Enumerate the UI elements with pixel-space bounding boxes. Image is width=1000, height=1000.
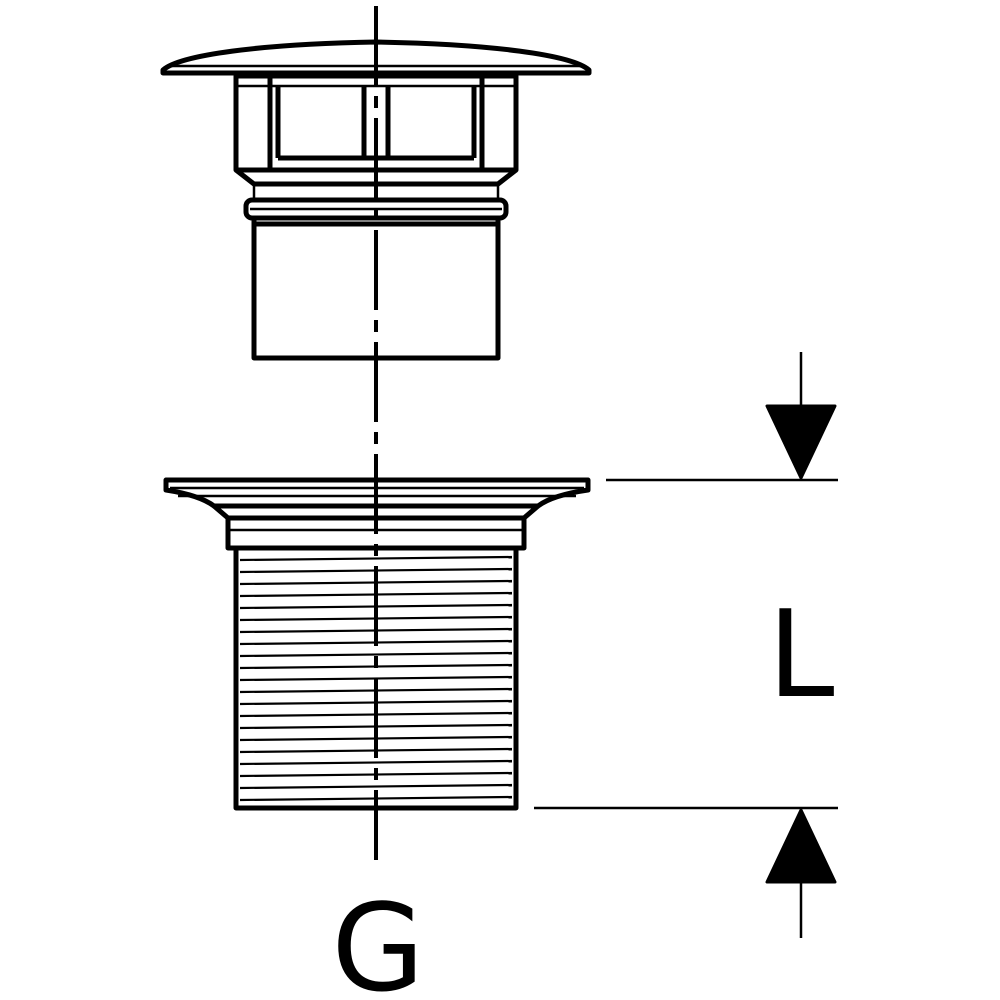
thread-line [239,783,513,790]
thread-label: G [332,880,425,1000]
plug-cap [160,39,592,361]
thread-line [239,651,513,658]
thread-line [239,759,513,766]
thread-line [239,555,513,562]
dimension-arrow-down-icon [765,404,837,480]
dimension-label-length: L [768,586,835,725]
plug-cap-dome [160,39,592,76]
dimension-arrow-up-icon [765,808,837,884]
dimension-length: L [534,352,838,938]
